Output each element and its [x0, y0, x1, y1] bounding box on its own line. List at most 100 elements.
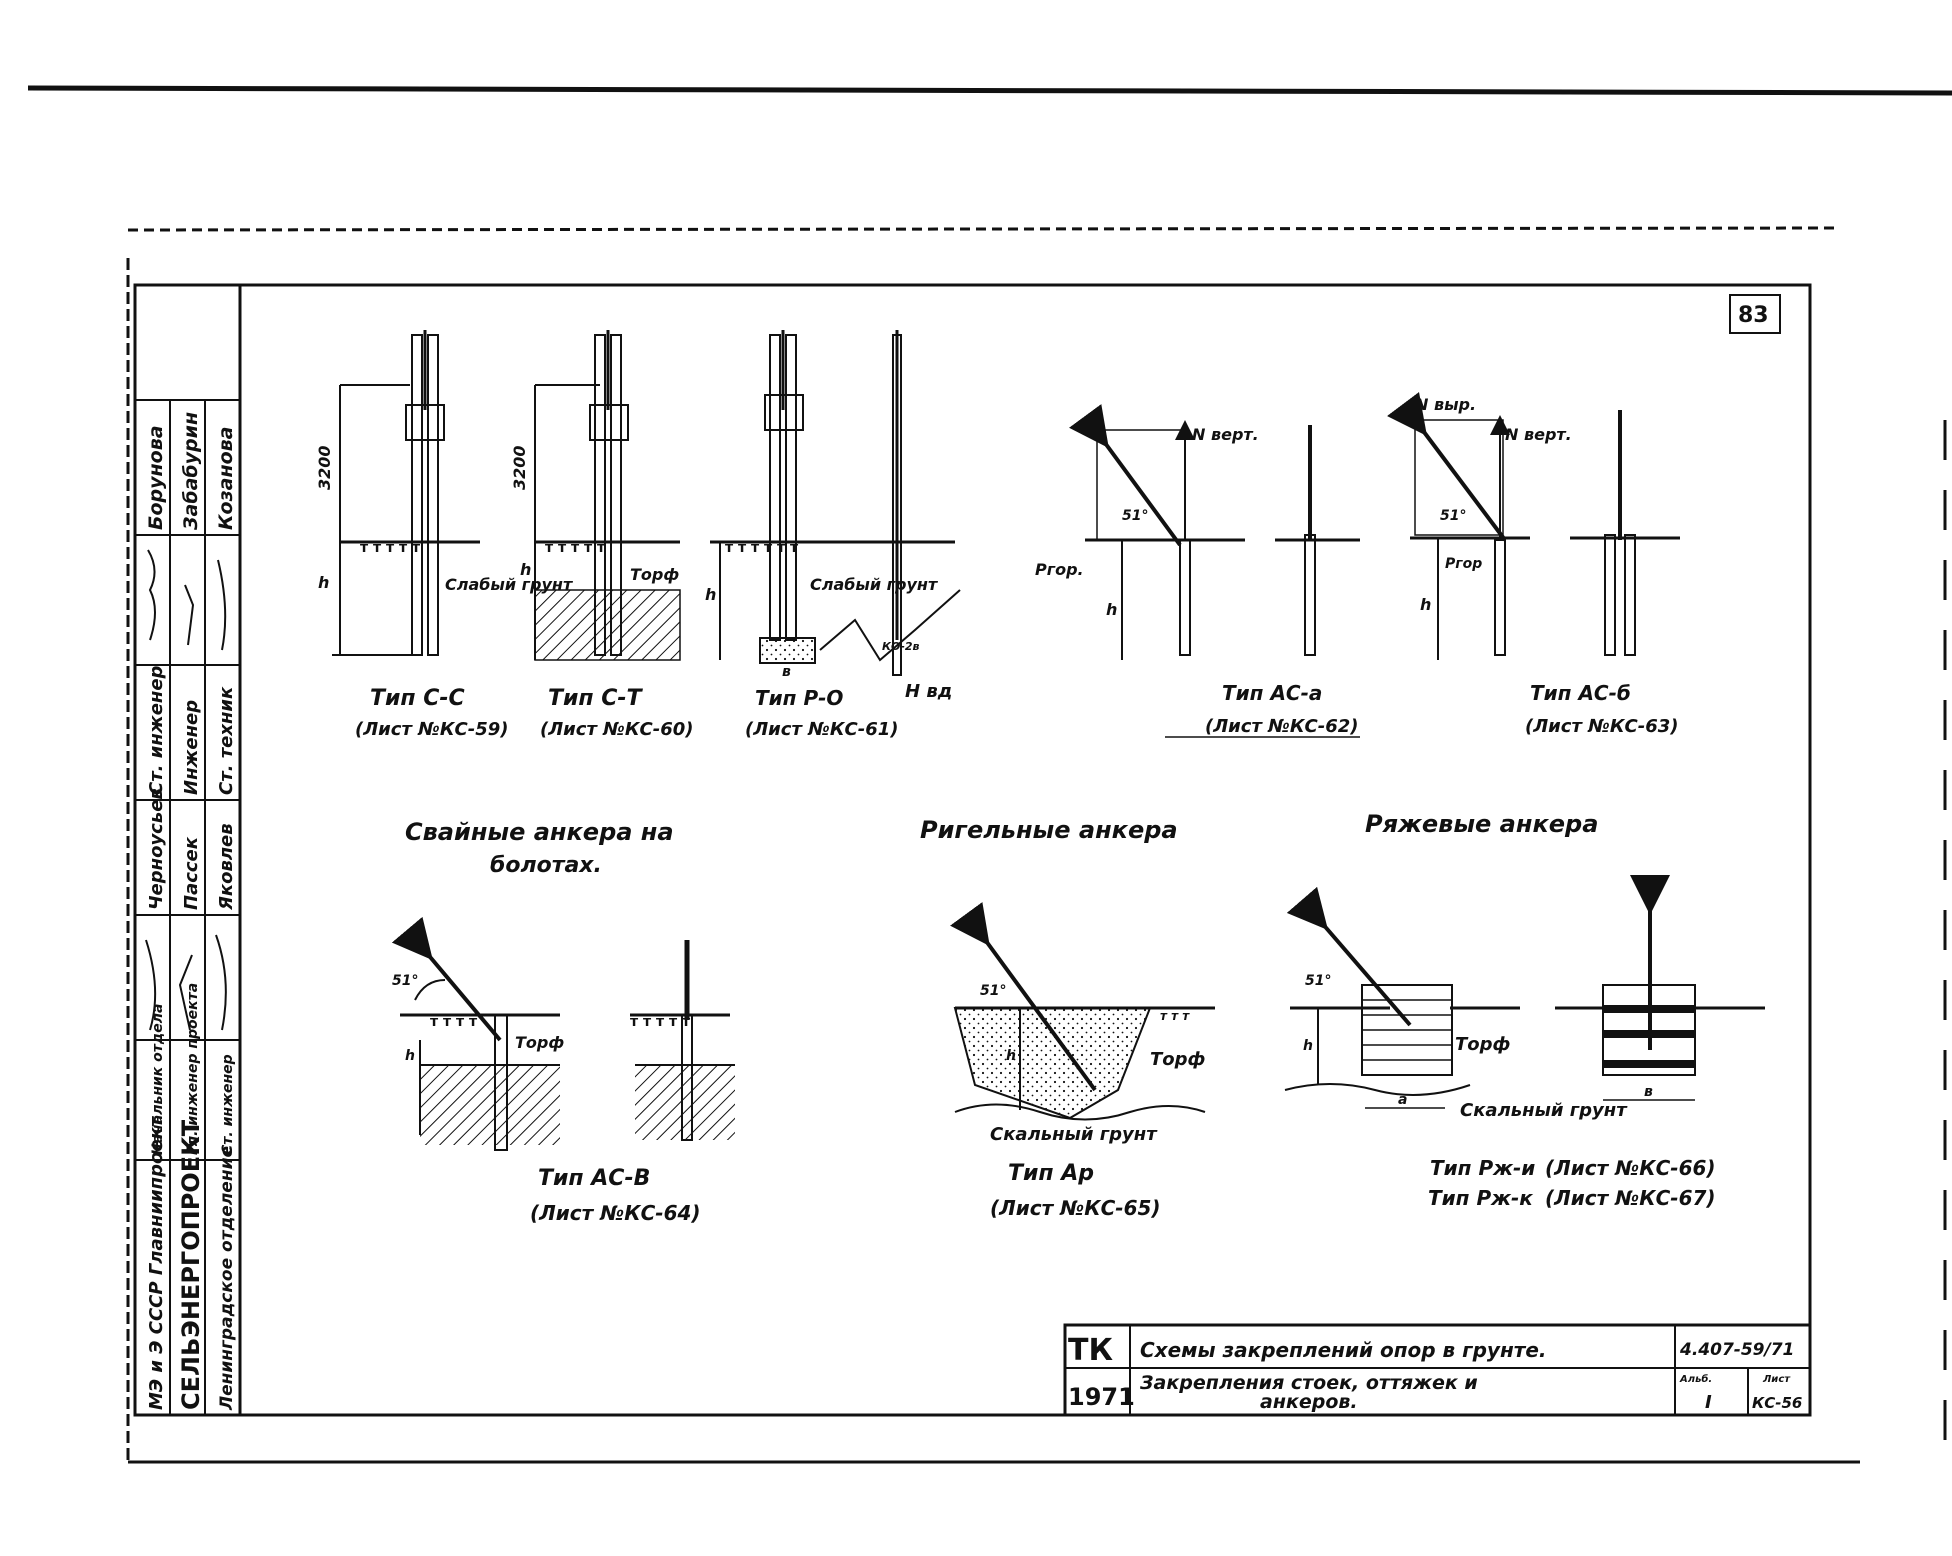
signature-mark: [145, 939, 157, 1031]
svg-text:КО-2в: КО-2в: [882, 640, 920, 653]
stamp-org: МЭ и Э СССР Главниипроект: [146, 1115, 167, 1410]
figure-ref: (Лист №КС-60): [540, 719, 693, 740]
svg-text:h: h: [1106, 600, 1117, 619]
stamp-title: Инженер: [181, 700, 202, 795]
svg-text:т т т т т: т т т т т: [545, 540, 606, 556]
figure-type-ac-b: N выр. N верт. 51° Ргор h Тип АС-б (Лист…: [1387, 392, 1680, 737]
figure-type-st: 3200 h т т т т т Торф Тип С-Т (Лист №КС-…: [510, 330, 693, 740]
stamp-title: Ст. инженер: [220, 1054, 236, 1155]
page-number-box: [1729, 294, 1781, 334]
figure-ref: (Лист №КС-59): [355, 719, 508, 740]
figure-type-rzh: 51° h Торф а Скальный грунт в Тип Рж-и (…: [1284, 875, 1765, 1210]
figure-label: Тип Рж-к: [1428, 1186, 1533, 1210]
svg-text:Торф: Торф: [515, 1033, 564, 1052]
stamp-name: Борунова: [145, 425, 167, 530]
figure-label: Тип АС-б: [1530, 681, 1631, 705]
figure-ref: (Лист №КС-63): [1525, 716, 1678, 737]
album-number: I: [1705, 1392, 1712, 1413]
figure-label: Тип С-Т: [548, 686, 644, 711]
svg-text:в: в: [1644, 1084, 1653, 1100]
svg-text:Н вд: Н вд: [905, 681, 952, 702]
svg-text:т т т т: т т т т: [430, 1014, 478, 1030]
figure-type-ac-a: N верт. 51° Ргор. h Тип АС-а (Лист №КС-6…: [1035, 404, 1360, 738]
stamp-name: Забабурин: [180, 412, 202, 531]
stamp-name: Пассек: [181, 836, 202, 910]
document-code: 4.407-59/71: [1679, 1340, 1794, 1360]
svg-text:h: h: [1420, 595, 1431, 614]
figure-type-ro: т т т т т т h в Слабый грунт КО-2в Тип Р…: [705, 330, 961, 740]
figure-ref: (Лист №КС-64): [530, 1201, 701, 1225]
svg-text:51°: 51°: [1305, 973, 1331, 989]
svg-text:N верт.: N верт.: [1192, 425, 1259, 444]
figure-label: Тип Ар: [1008, 1161, 1094, 1186]
figure-ref: (Лист №КС-67): [1545, 1186, 1716, 1210]
svg-text:51°: 51°: [980, 983, 1006, 999]
svg-text:т т т т т т: т т т т т т: [725, 540, 799, 556]
svg-text:а: а: [1398, 1092, 1407, 1108]
svg-text:N выр.: N выр.: [1415, 395, 1476, 414]
title-block-year: 1971: [1068, 1383, 1135, 1411]
svg-text:т т т т т: т т т т т: [630, 1014, 691, 1030]
stamp-name: Черноусьев: [146, 788, 167, 910]
svg-text:N верт.: N верт.: [1505, 425, 1572, 444]
figure-label: Тип Рж-и: [1430, 1156, 1535, 1180]
signature-mark: [147, 549, 156, 641]
figure-label: Тип С-С: [370, 686, 465, 711]
figure-ref: (Лист №КС-62): [1205, 716, 1358, 737]
inner-frame: [133, 283, 1812, 1417]
title-block: ТК 1971 Схемы закреплений опор в грунте.…: [1063, 1323, 1812, 1417]
section-title-pile: Свайные анкера на: [405, 818, 674, 846]
section-title-rigel: Ригельные анкера: [920, 816, 1178, 844]
sheet-number: КС-56: [1752, 1394, 1802, 1412]
figure-type-ac-v: т т т т h 51° Торф т т т т т Тип АС-В (Л…: [391, 916, 735, 1225]
svg-text:h: h: [318, 573, 329, 592]
stamp-title: Ст. техник: [216, 686, 237, 795]
stamp-title: Начальник отдела: [150, 1004, 166, 1155]
svg-text:т т т: т т т: [1160, 1009, 1190, 1023]
section-title-frame: Ряжевые анкера: [1365, 810, 1598, 838]
svg-text:Скальный грунт: Скальный грунт: [1460, 1100, 1628, 1121]
side-stamp: Борунова Забабурин Козанова Ст. инженер …: [135, 399, 240, 1415]
stamp-name: Козанова: [215, 427, 237, 530]
svg-text:3200: 3200: [510, 445, 529, 490]
svg-text:51°: 51°: [392, 973, 418, 989]
title-line-1: Схемы закреплений опор в грунте.: [1140, 1338, 1547, 1362]
svg-text:51°: 51°: [1440, 508, 1466, 524]
svg-text:в: в: [782, 664, 791, 680]
page-number: 83: [1738, 303, 1769, 328]
svg-text:h: h: [520, 560, 531, 579]
svg-text:Лист: Лист: [1762, 1374, 1791, 1385]
signature-mark: [178, 954, 193, 1031]
title-block-org: ТК: [1068, 1333, 1113, 1368]
figure-ref: (Лист №КС-66): [1545, 1156, 1716, 1180]
title-line-3: анкеров.: [1260, 1391, 1358, 1413]
section-title-pile-2: болотах.: [490, 853, 602, 878]
figure-ref: (Лист №КС-61): [745, 719, 898, 740]
svg-text:Скальный грунт: Скальный грунт: [990, 1124, 1158, 1145]
svg-text:т т т т т: т т т т т: [360, 540, 421, 556]
title-line-2: Закрепления стоек, оттяжек и: [1139, 1372, 1478, 1394]
svg-text:51°: 51°: [1122, 508, 1148, 524]
figure-type-ar: т т т 51° h Торф Скальный грунт Тип Ар (…: [950, 902, 1215, 1220]
figure-label: Тип АС-В: [538, 1166, 650, 1191]
svg-text:Альб.: Альб.: [1679, 1373, 1712, 1385]
svg-text:Ргор: Ргор: [1445, 556, 1482, 572]
svg-text:h: h: [705, 585, 716, 604]
signature-mark: [184, 584, 195, 646]
svg-text:3200: 3200: [315, 445, 334, 490]
svg-text:Торф: Торф: [1455, 1034, 1510, 1055]
stamp-title: Ст. инженер: [146, 665, 167, 795]
svg-text:Торф: Торф: [630, 565, 679, 584]
signature-mark: [217, 559, 227, 651]
signature-mark: [215, 934, 227, 1031]
figure-label: Тип АС-а: [1222, 681, 1322, 705]
stamp-department: Ленинградское отделение: [217, 1146, 237, 1411]
stamp-name: Яковлев: [216, 823, 237, 911]
svg-text:Ргор.: Ргор.: [1035, 560, 1084, 579]
top-rule: [27, 85, 1952, 96]
outer-frame-top: [127, 226, 1837, 232]
svg-text:Торф: Торф: [1150, 1049, 1205, 1070]
svg-text:Слабый грунт: Слабый грунт: [810, 575, 939, 594]
figure-ref: (Лист №КС-65): [990, 1196, 1161, 1220]
